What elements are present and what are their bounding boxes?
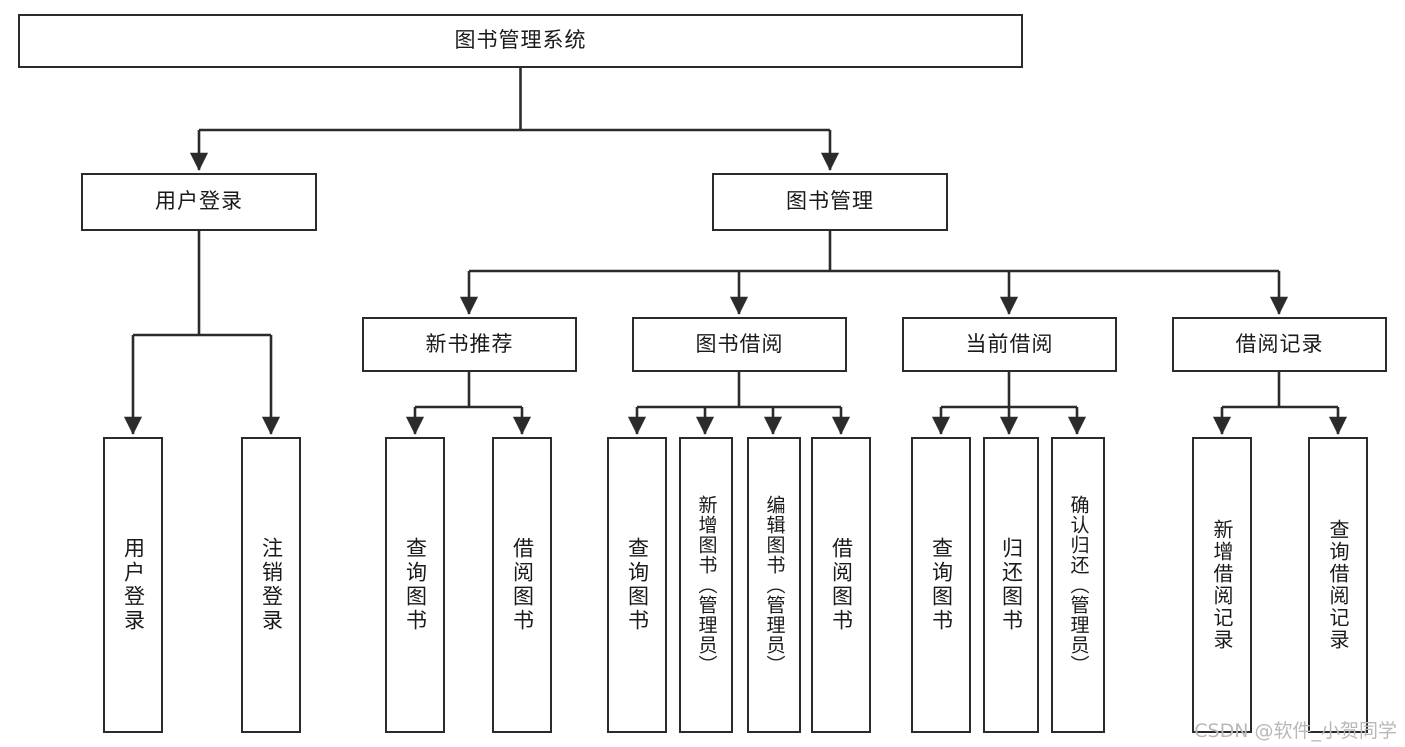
node-leaf-query-borrow-record[interactable]: 查询借阅记录	[1308, 437, 1368, 733]
node-leaf-user-login[interactable]: 用户登录	[103, 437, 163, 733]
node-label: 新书推荐	[425, 331, 514, 356]
node-label: 归还图书	[999, 537, 1024, 633]
node-leaf-edit-book-admin[interactable]: 编辑图书（管理员）	[747, 437, 801, 733]
node-leaf-borrow-book-rec[interactable]: 借阅图书	[492, 437, 552, 733]
node-leaf-query-book-current[interactable]: 查询图书	[911, 437, 971, 733]
node-label: 当前借阅	[965, 331, 1054, 356]
node-label: 编辑图书（管理员）	[763, 495, 786, 675]
node-label: 新增图书（管理员）	[695, 495, 718, 675]
node-book-manage[interactable]: 图书管理	[712, 173, 948, 231]
csdn-watermark: CSDN @软件_小贺同学	[1194, 720, 1397, 742]
node-user-login[interactable]: 用户登录	[81, 173, 317, 231]
node-leaf-confirm-return-admin[interactable]: 确认归还（管理员）	[1051, 437, 1105, 733]
node-leaf-add-book-admin[interactable]: 新增图书（管理员）	[679, 437, 733, 733]
node-label: 查询图书	[929, 537, 954, 633]
node-current-borrow[interactable]: 当前借阅	[902, 317, 1117, 372]
node-label: 注销登录	[259, 537, 284, 633]
node-label: 查询图书	[403, 537, 428, 633]
node-root-system[interactable]: 图书管理系统	[18, 14, 1023, 68]
node-leaf-borrow-book-borrow[interactable]: 借阅图书	[811, 437, 871, 733]
node-label: 图书管理	[786, 189, 874, 214]
node-leaf-add-borrow-record[interactable]: 新增借阅记录	[1192, 437, 1252, 733]
node-leaf-query-book-rec[interactable]: 查询图书	[385, 437, 445, 733]
node-label: 图书管理系统	[454, 28, 587, 53]
node-leaf-return-book[interactable]: 归还图书	[983, 437, 1039, 733]
node-book-borrow[interactable]: 图书借阅	[632, 317, 847, 372]
node-label: 图书借阅	[695, 331, 784, 356]
node-leaf-query-book-borrow[interactable]: 查询图书	[607, 437, 667, 733]
node-label: 用户登录	[155, 189, 243, 214]
node-label: 用户登录	[121, 537, 146, 633]
node-label: 确认归还（管理员）	[1067, 495, 1090, 675]
node-borrow-record[interactable]: 借阅记录	[1172, 317, 1387, 372]
node-label: 借阅图书	[829, 537, 854, 633]
node-leaf-user-logout[interactable]: 注销登录	[241, 437, 301, 733]
node-label: 新增借阅记录	[1210, 519, 1234, 651]
node-label: 借阅图书	[510, 537, 535, 633]
node-label: 查询图书	[625, 537, 650, 633]
node-new-book-recommend[interactable]: 新书推荐	[362, 317, 577, 372]
node-label: 查询借阅记录	[1326, 519, 1350, 651]
node-label: 借阅记录	[1235, 331, 1324, 356]
